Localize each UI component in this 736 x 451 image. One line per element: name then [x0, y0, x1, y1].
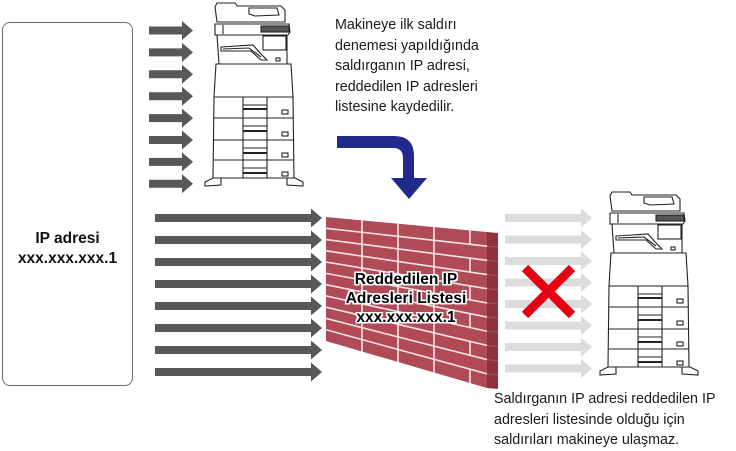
side-mortar-line [486, 274, 499, 277]
rejected-ip-list-label: Reddedilen IP Adresleri Listesi xxx.xxx.… [326, 270, 486, 327]
blocked-arrow [505, 294, 592, 314]
attack-arrow [149, 174, 193, 194]
mortar-line [326, 238, 487, 262]
red-x-icon [521, 264, 576, 319]
side-mortar-line [486, 245, 499, 248]
caption-line: saldırıları makineye ulaşmaz. [494, 432, 680, 448]
mortar-line [326, 227, 487, 247]
attack-arrow [149, 64, 193, 84]
attack-arrow [149, 108, 193, 128]
attack-arrow [155, 208, 322, 228]
caption-line: listesine kaydedilir. [335, 99, 455, 115]
side-mortar-line [486, 330, 499, 333]
attack-arrow [149, 130, 193, 150]
mortar-line [326, 283, 487, 318]
mortar-line [326, 295, 487, 333]
caption-line: Makineye ilk saldırı [335, 17, 457, 33]
caption-line: Saldırganın IP adresi reddedilen IP [494, 391, 716, 407]
attack-arrow [149, 152, 193, 172]
blocked-arrow [505, 316, 592, 335]
wall-title-line1: Reddedilen IP [354, 271, 458, 288]
right-printer-icon [599, 191, 699, 376]
mortar-line [326, 317, 487, 361]
wall-title-line2: Adresleri Listesi [345, 290, 467, 307]
caption-line: reddedilen IP adresleri [335, 78, 478, 95]
mortar-line [326, 328, 487, 375]
attacker-panel [2, 22, 133, 386]
blocked-arrow [505, 230, 592, 249]
side-mortar-line [486, 344, 499, 347]
blocked-arrow [505, 337, 592, 357]
side-mortar-line [486, 373, 499, 376]
side-mortar-line [486, 288, 499, 291]
attack-arrow [155, 230, 322, 250]
attack-arrow [149, 86, 193, 106]
curved-arrow-down-icon [337, 136, 427, 199]
blocked-arrow [505, 208, 592, 228]
mortar-line [326, 306, 487, 347]
blocked-attack-arrows [505, 208, 592, 378]
mortar-line [326, 261, 487, 290]
first-attempt-arrows [149, 21, 193, 194]
mortar-line [326, 272, 487, 304]
blocked-arrow [505, 273, 592, 292]
caption-line: adresleri listesinde olduğu için [494, 411, 685, 428]
side-mortar-line [486, 302, 499, 305]
side-mortar-line [486, 259, 499, 262]
attack-arrow [155, 252, 322, 272]
blocked-caption: Saldırganın IP adresi reddedilen IP adre… [494, 389, 736, 451]
attack-arrow [155, 296, 322, 316]
attack-arrow [155, 340, 322, 360]
side-mortar-line [486, 316, 499, 319]
wall-ip-value: xxx.xxx.xxx.1 [356, 309, 456, 326]
brick-wall-icon [326, 217, 499, 389]
blocked-arrow [505, 251, 592, 271]
mortar-line [326, 250, 487, 276]
incoming-attack-arrows [155, 208, 322, 382]
attack-arrow [155, 274, 322, 294]
attacker-ip-value: xxx.xxx.xxx.1 [17, 250, 118, 267]
attack-arrow [155, 362, 322, 382]
attack-arrow [155, 318, 322, 338]
side-mortar-line [486, 359, 499, 362]
attack-arrow [149, 21, 193, 40]
attack-arrow [149, 42, 193, 62]
caption-line: saldırganın IP adresi, [335, 58, 470, 74]
attacker-label-line1: IP adresi [35, 230, 100, 247]
top-printer-icon [204, 2, 304, 187]
first-attempt-caption: Makineye ilk saldırı denemesi yapıldığın… [335, 15, 535, 118]
caption-line: denemesi yapıldığında [335, 37, 479, 54]
blocked-arrow [505, 359, 592, 378]
attacker-ip-label: IP adresi xxx.xxx.xxx.1 [2, 229, 133, 269]
